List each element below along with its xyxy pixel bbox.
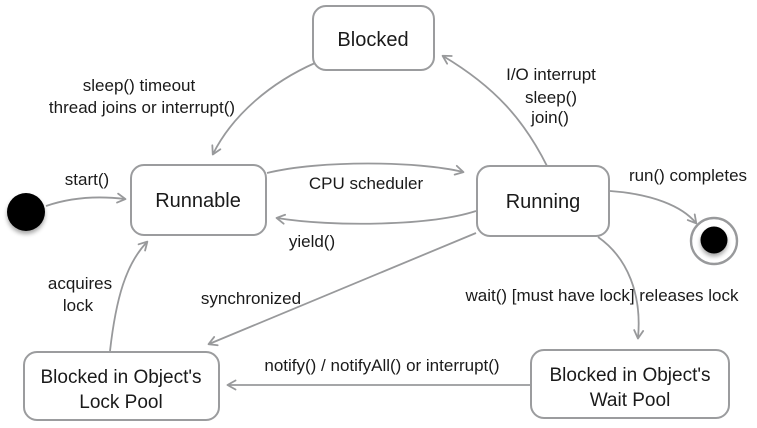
- state-runnable-label: Runnable: [155, 190, 241, 212]
- label-running-to-blocked-line2: sleep(): [525, 88, 577, 107]
- state-runnable: Runnable: [130, 164, 267, 236]
- state-lock-pool-label-line1: Blocked in Object's: [41, 367, 202, 388]
- state-lock-pool-label-line2: Lock Pool: [79, 392, 162, 413]
- state-running-box: [476, 165, 610, 237]
- final-state-dot: [700, 226, 728, 254]
- label-yield: yield(): [289, 232, 335, 251]
- state-blocked-label: Blocked: [337, 29, 408, 51]
- label-running-to-blocked-line1: I/O interrupt: [506, 65, 596, 84]
- edge-blocked-to-runnable: [211, 62, 316, 156]
- state-lock-pool-box: [23, 351, 220, 421]
- label-start: start(): [65, 170, 109, 189]
- state-wait-pool-label-line2: Wait Pool: [590, 390, 671, 411]
- edge-running-to-final: [609, 190, 698, 225]
- state-lock-pool: Blocked in Object's Lock Pool: [23, 351, 220, 421]
- edge-running-to-wait-pool: [597, 236, 645, 340]
- edge-running-to-runnable: [275, 210, 477, 225]
- initial-state-dot: [7, 193, 45, 231]
- edge-start-to-runnable: [45, 192, 127, 207]
- edge-lock-pool-to-runnable: [109, 240, 149, 352]
- label-running-to-blocked-line3: join(): [530, 108, 569, 127]
- label-blocked-to-runnable-line2: thread joins or interrupt(): [49, 98, 235, 117]
- state-wait-pool-box: [530, 349, 730, 419]
- label-acquires-lock-line1: acquires: [48, 274, 112, 293]
- state-running: Running: [476, 165, 610, 237]
- state-blocked: Blocked: [312, 5, 435, 71]
- state-wait-pool: Blocked in Object's Wait Pool: [530, 349, 730, 419]
- edge-running-to-blocked: [441, 54, 548, 167]
- state-running-label: Running: [506, 191, 581, 213]
- label-acquires-lock-line2: lock: [63, 296, 94, 315]
- label-cpu-scheduler: CPU scheduler: [309, 174, 424, 193]
- label-run-completes: run() completes: [629, 166, 747, 185]
- state-blocked-box: [312, 5, 435, 71]
- label-wait-releases-lock: wait() [must have lock] releases lock: [464, 286, 739, 305]
- state-runnable-box: [130, 164, 267, 236]
- state-wait-pool-label-line1: Blocked in Object's: [550, 365, 711, 386]
- label-synchronized: synchronized: [201, 289, 301, 308]
- edge-running-to-lock-pool: [207, 232, 477, 347]
- edge-runnable-to-running: [266, 162, 465, 176]
- label-blocked-to-runnable-line1: sleep() timeout: [83, 76, 196, 95]
- label-notify: notify() / notifyAll() or interrupt(): [264, 356, 499, 375]
